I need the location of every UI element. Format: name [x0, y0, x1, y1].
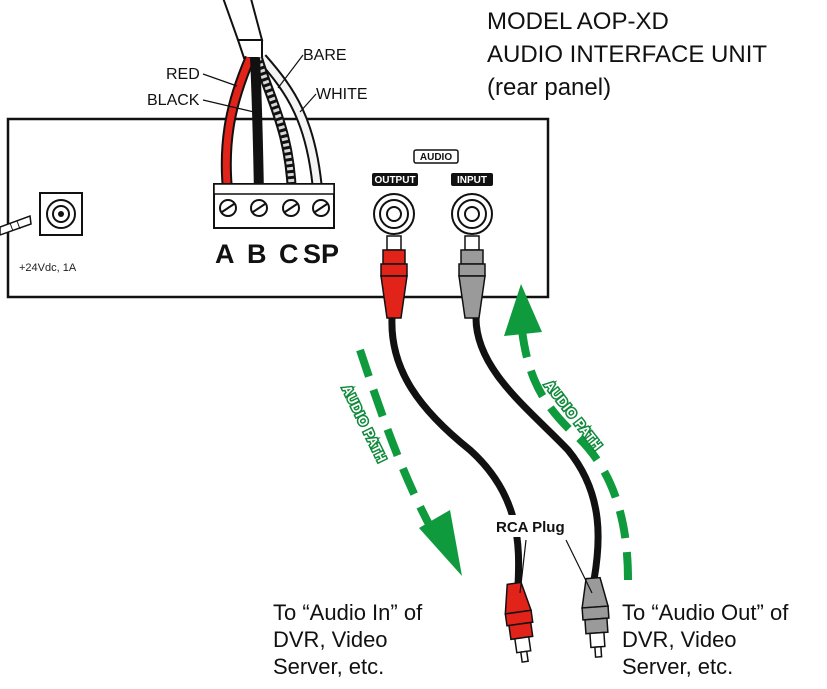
audio-path-in-arrow — [504, 284, 632, 581]
title-line-1: MODEL AOP-XD — [487, 8, 669, 35]
rca-plug-label: RCA Plug — [496, 519, 565, 536]
output-jack — [373, 193, 415, 235]
destination-left: To “Audio In” of DVR, Video Server, etc. — [273, 600, 423, 679]
bottom-gray-rca-plug — [581, 576, 610, 658]
dest-right-line-1: To “Audio Out” of — [622, 600, 789, 625]
left-cable — [388, 317, 523, 586]
audio-group: AUDIO OUTPUT INPUT — [372, 149, 493, 186]
input-label: INPUT — [457, 175, 487, 186]
title-line-2: AUDIO INTERFACE UNIT — [487, 41, 767, 68]
destination-right: To “Audio Out” of DVR, Video Server, etc… — [622, 600, 789, 679]
dest-left-line-2: DVR, Video — [273, 627, 388, 652]
terminal-screw-c — [282, 199, 300, 217]
terminal-c-label: C — [279, 239, 299, 269]
power-label: +24Vdc, 1A — [19, 262, 77, 274]
cable-jacket — [222, 0, 264, 59]
right-cable — [472, 317, 602, 581]
terminal-screw-a — [219, 199, 237, 217]
audio-path-left-label: AUDIO PATH — [339, 383, 389, 465]
power-jack: +24Vdc, 1A — [0, 192, 83, 274]
black-wire — [250, 57, 264, 196]
wire-bundle — [220, 54, 324, 196]
red-wire — [222, 56, 254, 196]
terminal-b-label: B — [247, 239, 267, 269]
black-wire-label: BLACK — [147, 92, 200, 109]
wire-labels: RED BLACK BARE WHITE — [147, 47, 368, 113]
audio-path-out-arrow — [356, 348, 462, 576]
input-jack — [451, 193, 493, 235]
power-plug — [0, 214, 32, 236]
dest-right-line-3: Server, etc. — [622, 654, 733, 679]
terminal-labels: A B C SP — [215, 239, 339, 269]
terminal-screw-sp — [312, 199, 330, 217]
input-rca-plug — [458, 235, 486, 319]
dest-right-line-2: DVR, Video — [622, 627, 737, 652]
dest-left-line-3: Server, etc. — [273, 654, 384, 679]
rca-plug-callout: RCA Plug — [494, 515, 593, 594]
white-wire — [259, 55, 322, 196]
title-line-3: (rear panel) — [487, 74, 611, 101]
terminal-sp-label: SP — [303, 239, 339, 269]
terminal-a-label: A — [215, 239, 235, 269]
model-title: MODEL AOP-XD AUDIO INTERFACE UNIT (rear … — [487, 8, 767, 101]
terminal-block — [213, 183, 335, 229]
output-rca-plug — [380, 235, 408, 319]
output-label: OUTPUT — [374, 175, 415, 186]
white-wire-label: WHITE — [316, 86, 368, 103]
arrowhead-down — [419, 510, 462, 576]
bare-wire-label: BARE — [303, 47, 347, 64]
dest-left-line-1: To “Audio In” of — [273, 600, 423, 625]
terminal-screw-b — [250, 199, 268, 217]
bottom-red-rca-plug — [504, 581, 534, 663]
audio-group-label: AUDIO — [420, 152, 452, 163]
bare-wire — [255, 57, 295, 196]
red-wire-label: RED — [166, 66, 200, 83]
arrowhead-up — [504, 284, 542, 336]
audio-path-right-label: AUDIO PATH — [542, 378, 606, 453]
